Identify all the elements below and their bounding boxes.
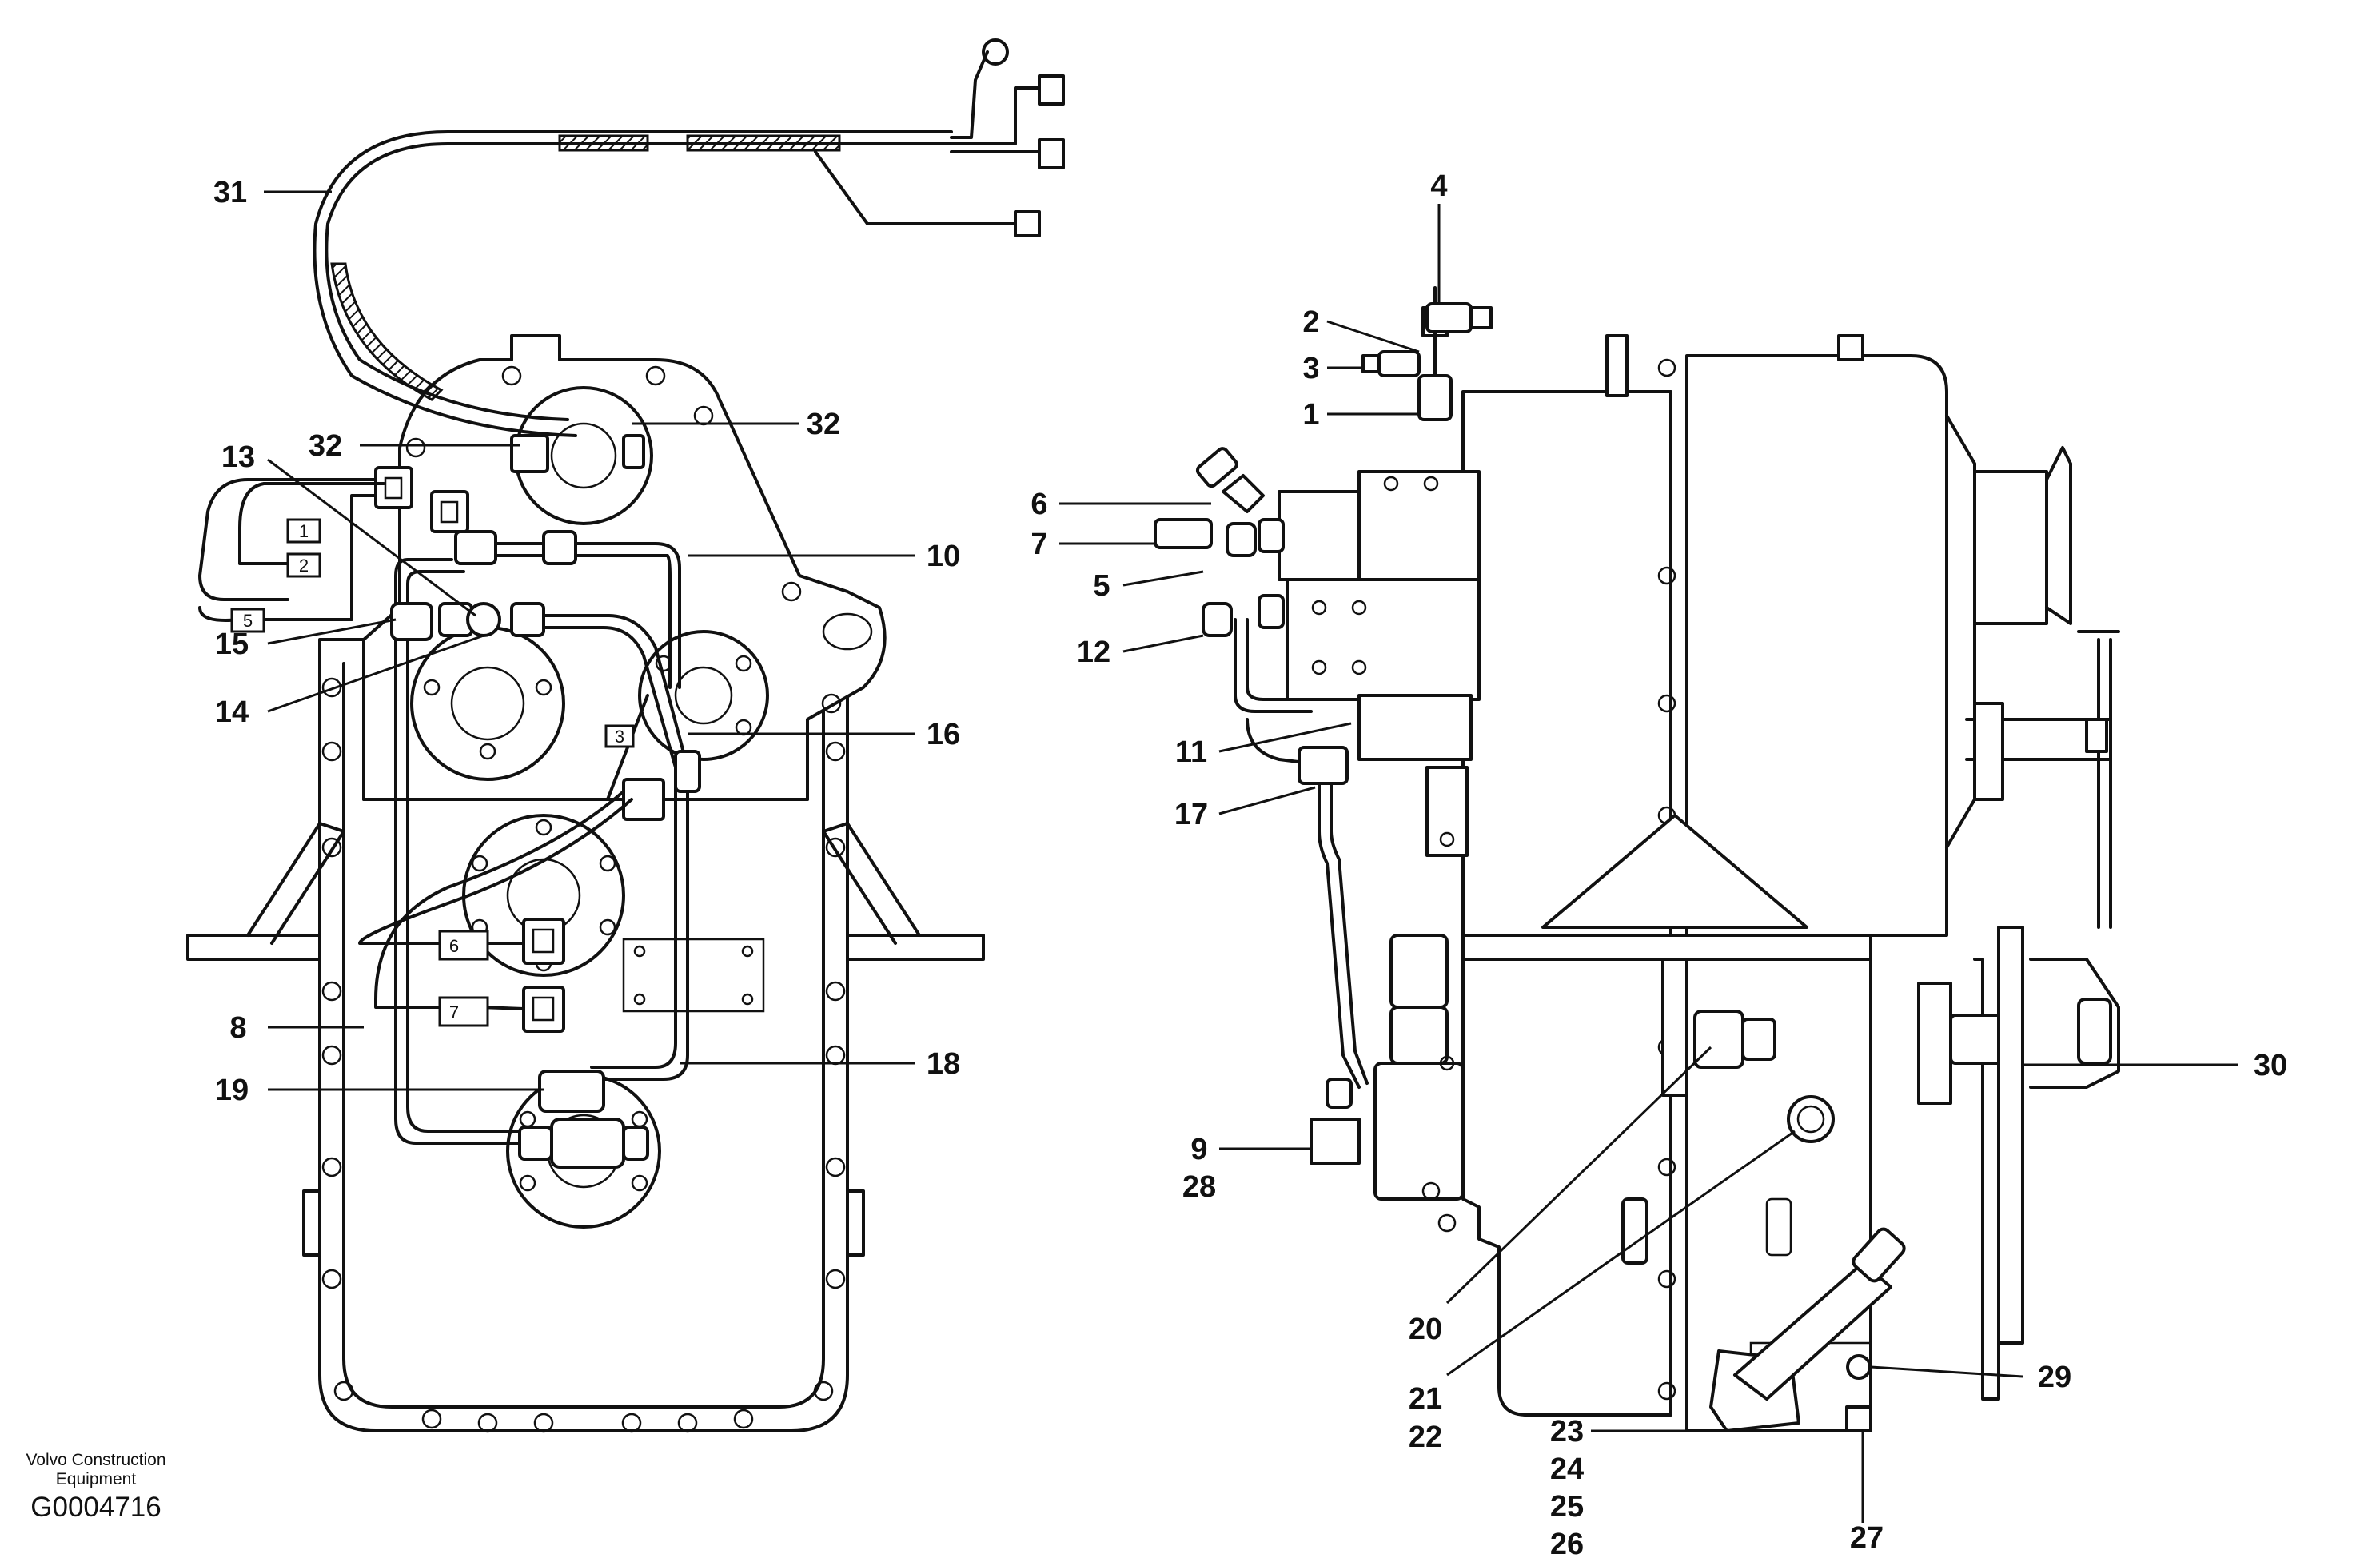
callout-10: 10: [927, 540, 960, 573]
filler-plugs: [1693, 1010, 1835, 1143]
callout-32: 32: [807, 408, 840, 441]
side-view: [1154, 286, 2120, 1432]
callout-25: 25: [1550, 1490, 1584, 1524]
side-tubes: [1234, 618, 1465, 1233]
tag-1: 1: [299, 521, 309, 541]
callout-14: 14: [215, 695, 249, 729]
top-fittings: [1361, 286, 1493, 421]
tag-5: 5: [243, 611, 253, 631]
callout-9: 9: [1190, 1133, 1207, 1166]
side-mounting-bar: [1461, 814, 1872, 1097]
callout-15: 15: [215, 628, 249, 661]
callout-18: 18: [927, 1047, 960, 1081]
callout-32: 32: [309, 429, 342, 463]
credit-block: Volvo Construction Equipment G0004716: [26, 1451, 165, 1523]
solenoids: [374, 434, 665, 1033]
callout-21: 21: [1409, 1382, 1442, 1416]
side-shaft-assembly: [1917, 414, 2120, 1401]
callout-22: 22: [1409, 1421, 1442, 1454]
callout-6: 6: [1031, 488, 1047, 521]
callout-1: 1: [1302, 398, 1319, 432]
callout-19: 19: [215, 1074, 249, 1107]
callout-30: 30: [2254, 1049, 2287, 1082]
tag-2: 2: [299, 556, 309, 576]
tag-6: 6: [449, 936, 459, 956]
control-valve-block: [1154, 447, 1481, 857]
front-view: 1 2 5 3 6 7: [186, 38, 1065, 1433]
side-casing-left: [1461, 334, 1676, 1417]
connector-tags: 1 2 5 3 6 7: [230, 518, 635, 1027]
figure-id: G0004716: [30, 1492, 161, 1523]
tag-3: 3: [615, 727, 624, 747]
callout-20: 20: [1409, 1313, 1442, 1346]
middle-right-flange: [638, 630, 769, 761]
callout-12: 12: [1077, 636, 1110, 669]
callout-31: 31: [213, 176, 247, 209]
tag-7: 7: [449, 1002, 459, 1022]
callout-3: 3: [1302, 352, 1319, 385]
callout-5: 5: [1093, 569, 1110, 603]
callout-28: 28: [1182, 1170, 1216, 1204]
callout-24: 24: [1550, 1452, 1584, 1486]
callout-27: 27: [1850, 1521, 1884, 1555]
fittings: [390, 530, 701, 1169]
callout-8: 8: [229, 1011, 246, 1045]
callout-4: 4: [1430, 169, 1447, 203]
callout-23: 23: [1550, 1415, 1584, 1448]
callout-29: 29: [2038, 1361, 2071, 1394]
hydraulic-tubes: [394, 542, 689, 1145]
oil-filler-tube: [1709, 1227, 1906, 1432]
leader-lines: [264, 190, 2238, 1523]
callout-2: 2: [1302, 305, 1319, 339]
callout-7: 7: [1031, 528, 1047, 561]
center-flange: [462, 814, 625, 977]
callout-17: 17: [1174, 798, 1208, 831]
callout-11: 11: [1175, 735, 1207, 769]
callout-13: 13: [221, 440, 255, 474]
callout-labels: 31 32 32 13 10 15 14 16 8 19 18 4 2 3 1 …: [213, 169, 2287, 1558]
credit-line-1: Volvo Construction: [26, 1451, 165, 1469]
callout-26: 26: [1550, 1528, 1584, 1558]
credit-line-2: Equipment: [56, 1470, 137, 1488]
callout-16: 16: [927, 718, 960, 751]
main-housing: [246, 638, 921, 1433]
middle-left-flange: [410, 626, 565, 781]
